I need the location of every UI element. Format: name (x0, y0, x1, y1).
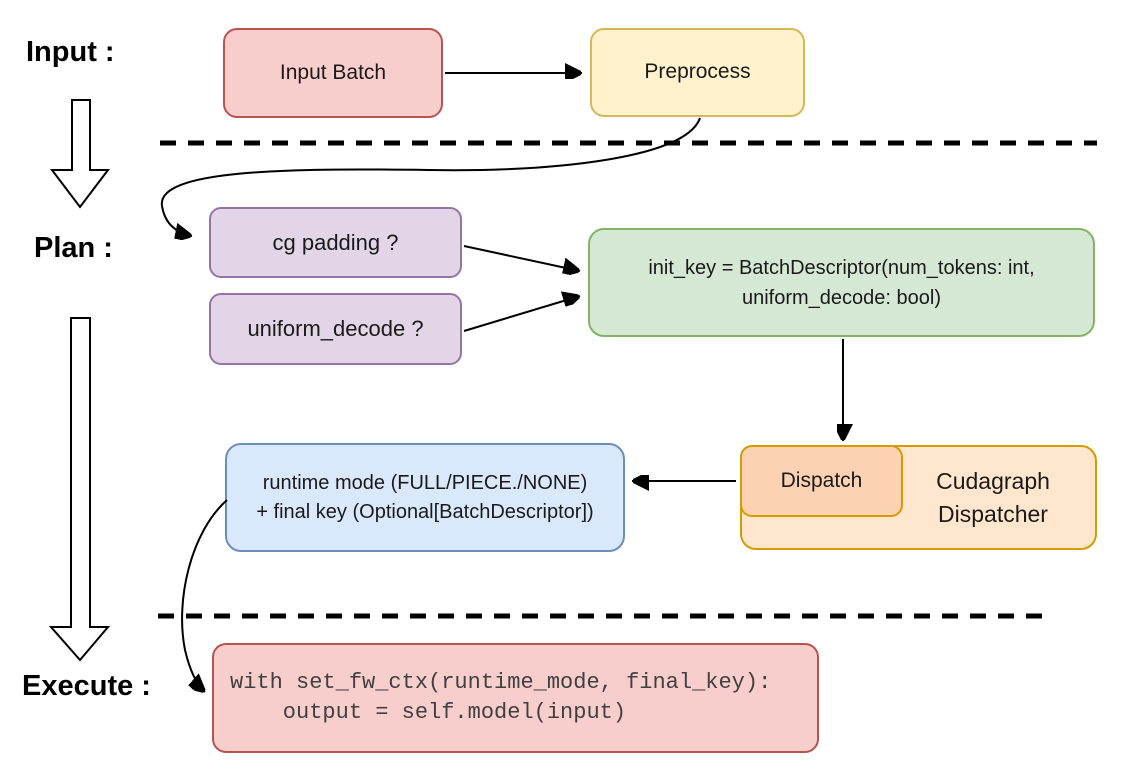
stage-label-input: Input : (26, 36, 115, 68)
block-arrow-plan-to-execute (48, 317, 111, 662)
stage-label-plan: Plan : (34, 232, 113, 264)
node-init-key: init_key = BatchDescriptor(num_tokens: i… (588, 228, 1095, 337)
node-execute-code: with set_fw_ctx(runtime_mode, final_key)… (212, 643, 819, 753)
node-dispatch: Dispatch (740, 445, 903, 517)
node-cg-padding-label: cg padding ? (272, 229, 399, 255)
execute-code-line1: with set_fw_ctx(runtime_mode, final_key)… (230, 669, 772, 695)
node-preprocess: Preprocess (590, 28, 805, 117)
cudagraph-label-line2: Dispatcher (938, 500, 1048, 527)
node-init-key-line2: uniform_decode: bool) (741, 286, 941, 309)
connector-cgpadding-to-initkey (463, 245, 580, 271)
cudagraph-label-line1: Cudagraph (936, 468, 1050, 495)
node-input-batch: Input Batch (223, 28, 443, 118)
stage-label-execute: Execute : (22, 670, 151, 702)
node-dispatch-label: Dispatch (780, 468, 863, 492)
node-preprocess-label: Preprocess (644, 60, 751, 84)
node-init-key-line1: init_key = BatchDescriptor(num_tokens: i… (648, 256, 1035, 279)
block-arrow-input-to-plan (49, 99, 111, 209)
connector-uniformdecode-to-initkey (463, 296, 580, 332)
execute-code-line2: output = self.model(input) (230, 700, 627, 725)
node-runtime-mode: runtime mode (FULL/PIECE./NONE) + final … (225, 443, 625, 552)
node-uniform-decode-label: uniform_decode ? (247, 316, 424, 342)
node-input-batch-label: Input Batch (279, 60, 387, 84)
node-cg-padding: cg padding ? (209, 207, 462, 278)
node-uniform-decode: uniform_decode ? (209, 293, 462, 365)
node-runtime-mode-line1: runtime mode (FULL/PIECE./NONE) (262, 472, 588, 495)
node-cudagraph-dispatcher-label: Cudagraph Dispatcher (903, 445, 1083, 550)
node-runtime-mode-line2: + final key (Optional[BatchDescriptor]) (256, 500, 594, 523)
